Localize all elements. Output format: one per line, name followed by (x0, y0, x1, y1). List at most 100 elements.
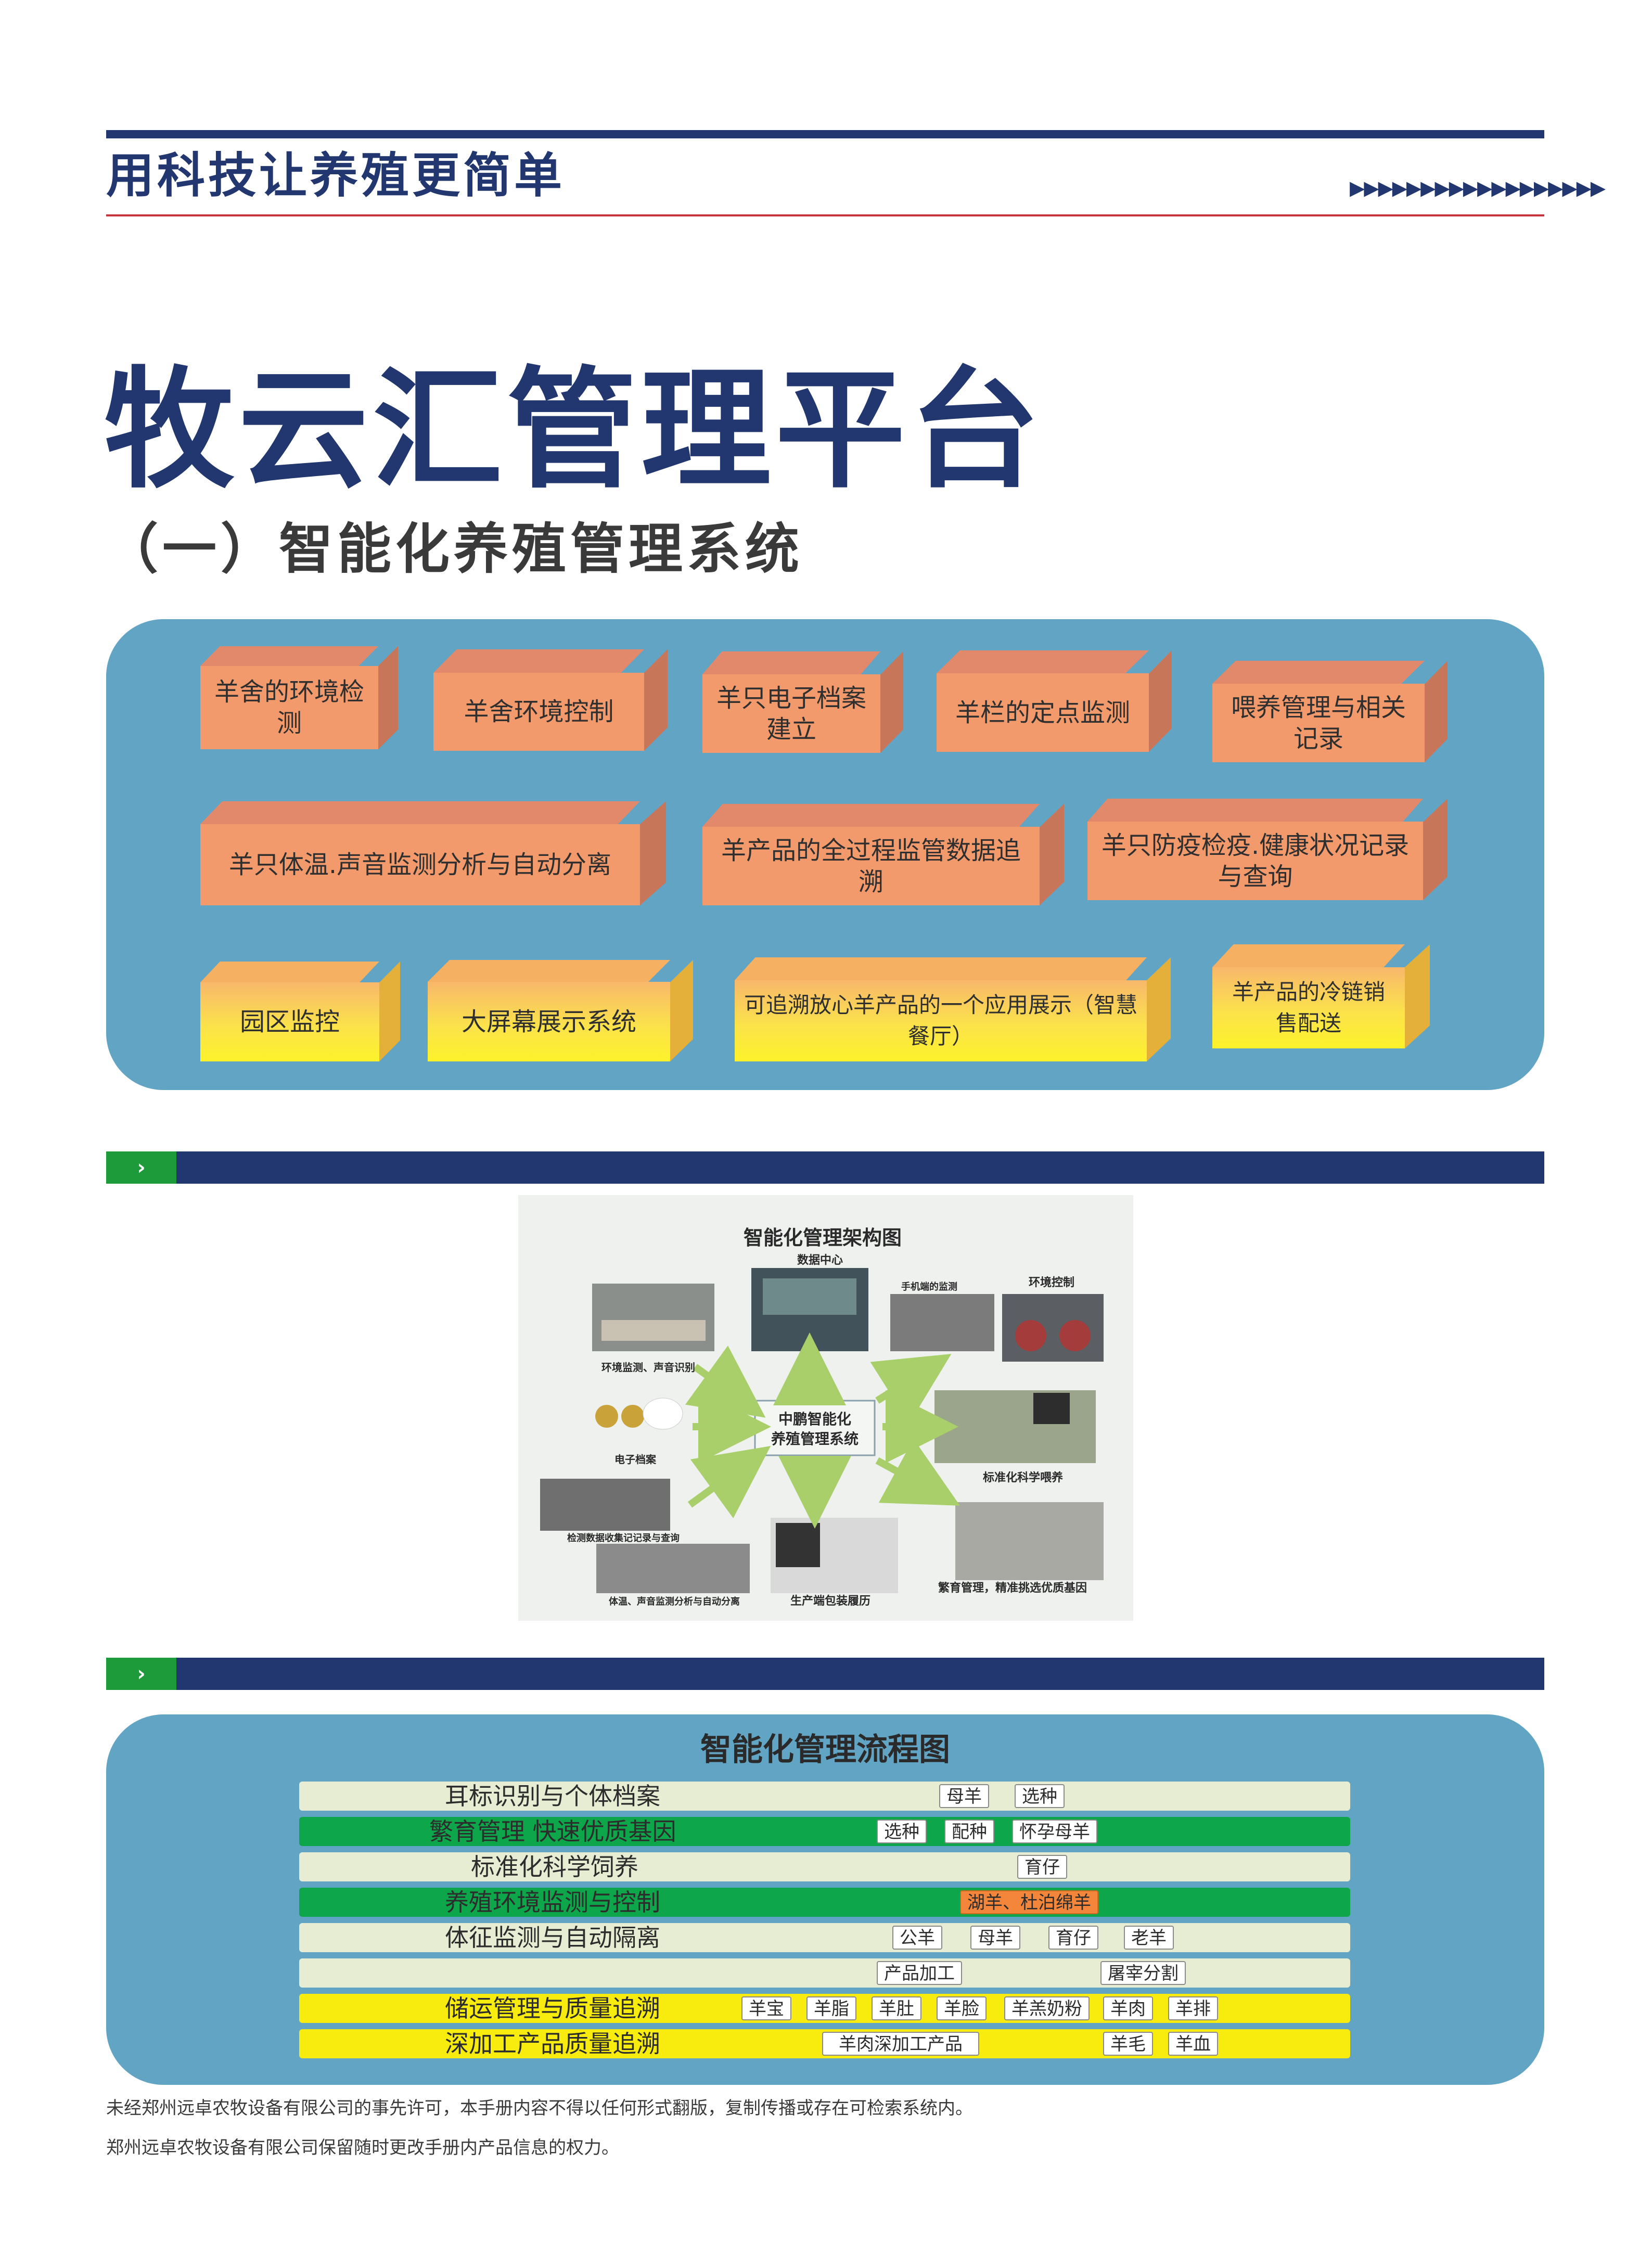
flow-row: 产品加工 屠宰分割 (299, 1958, 1350, 1988)
feature-box: 园区监控 (200, 962, 400, 1061)
label-breeding: 繁育管理，精准挑选优质基因 (938, 1581, 1087, 1595)
flow-row: 繁育管理 快速优质基因 选种 配种 怀孕母羊 (299, 1817, 1350, 1846)
section-subtitle: （一）智能化养殖管理系统 (104, 517, 804, 581)
feature-label: 羊舍的环境检测 (200, 666, 378, 749)
header-top-bar (106, 130, 1544, 138)
flow-tag: 羊脸 (937, 1996, 987, 2020)
flow-row: 储运管理与质量追溯 羊宝 羊脂 羊肚 羊脸 羊羔奶粉 羊肉 羊排 (299, 1994, 1350, 2023)
flow-row-label: 体征监测与自动隔离 (445, 1924, 660, 1952)
feature-box: 可追溯放心羊产品的一个应用展示（智慧餐厅） (735, 957, 1171, 1061)
flow-row-label: 耳标识别与个体档案 (445, 1782, 660, 1810)
feature-box: 羊只防疫检疫.健康状况记录与查询 (1087, 799, 1448, 900)
flow-tag: 羊脂 (806, 1996, 856, 2020)
architecture-figure: 智能化管理架构图 中鹏智能化 养殖管理系统 数据中心 手机端的监测 环境控制 环… (518, 1195, 1133, 1621)
flow-tag: 羊肉 (1103, 1996, 1153, 2020)
section-divider-bar: › (106, 1658, 1544, 1690)
feature-box: 羊只电子档案建立 (702, 651, 903, 753)
flow-tag: 屠宰分割 (1100, 1961, 1186, 1985)
label-production: 生产端包装履历 (790, 1594, 870, 1608)
feature-label: 园区监控 (200, 982, 379, 1061)
flow-title: 智能化管理流程图 (700, 1732, 950, 1768)
feature-box: 羊只体温.声音监测分析与自动分离 (200, 801, 666, 905)
page-title: 牧云汇管理平台 (104, 353, 1044, 506)
feature-label: 羊只防疫检疫.健康状况记录与查询 (1087, 822, 1423, 900)
label-data-center: 数据中心 (797, 1253, 843, 1267)
flow-row: 体征监测与自动隔离 公羊 母羊 育仔 老羊 (299, 1923, 1350, 1952)
photo-detect-record (540, 1479, 670, 1531)
feature-box: 羊产品的冷链销售配送 (1212, 944, 1430, 1048)
architecture-title: 智能化管理架构图 (744, 1226, 902, 1249)
flow-tag: 湖羊、杜泊绵羊 (960, 1890, 1098, 1914)
flow-row-label: 标准化科学饲养 (471, 1853, 638, 1881)
feature-label: 羊栏的定点监测 (937, 673, 1149, 752)
feature-label: 羊只体温.声音监测分析与自动分离 (200, 824, 640, 905)
feature-label: 羊只电子档案建立 (702, 674, 880, 753)
label-detect-record: 检测数据收集记记录与查询 (567, 1532, 680, 1544)
photo-temperature (596, 1544, 750, 1593)
architecture-center-line-1: 中鹏智能化 (778, 1411, 851, 1428)
flow-tag: 羊肚 (872, 1996, 921, 2020)
feature-label: 喂养管理与相关记录 (1212, 684, 1425, 762)
flow-row: 标准化科学饲养 育仔 (299, 1852, 1350, 1881)
arrow-breeding (875, 1439, 961, 1506)
photo-breeding (955, 1502, 1104, 1580)
label-temperature: 体温、声音监测分析与自动分离 (609, 1596, 740, 1607)
flow-tag: 羊肉深加工产品 (822, 2032, 979, 2056)
feature-box: 喂养管理与相关记录 (1212, 661, 1448, 762)
photo-env-monitor (592, 1284, 714, 1351)
flow-tag: 怀孕母羊 (1012, 1820, 1097, 1843)
photo-feeding (934, 1390, 1096, 1463)
flow-row-label: 深加工产品质量追溯 (445, 2030, 660, 2058)
feature-label: 羊舍环境控制 (433, 673, 644, 751)
feature-box: 羊舍环境控制 (433, 649, 668, 751)
arrow-detect-record (687, 1446, 771, 1519)
flow-tag: 老羊 (1124, 1926, 1174, 1950)
flow-row: 耳标识别与个体档案 母羊 选种 (299, 1782, 1350, 1811)
flow-tag: 羊血 (1168, 2032, 1218, 2056)
flow-tag: 产品加工 (877, 1961, 962, 1985)
photo-mobile (890, 1294, 994, 1351)
feature-label: 可追溯放心羊产品的一个应用展示（智慧餐厅） (735, 980, 1147, 1061)
flow-tag: 母羊 (970, 1926, 1020, 1950)
flow-row: 深加工产品质量追溯 羊肉深加工产品 羊毛 羊血 (299, 2029, 1350, 2058)
architecture-diagram: 智能化管理架构图 中鹏智能化 养殖管理系统 数据中心 手机端的监测 环境控制 环… (540, 1226, 1104, 1608)
feature-box: 羊舍的环境检测 (200, 646, 398, 749)
feature-label: 羊产品的全过程监管数据追溯 (702, 827, 1040, 905)
header-red-line (106, 214, 1544, 216)
chevron-right-icon: › (106, 1658, 176, 1690)
architecture-center-line-2: 养殖管理系统 (771, 1430, 859, 1447)
feature-box: 大屏幕展示系统 (428, 960, 693, 1061)
section-divider-bar: › (106, 1151, 1544, 1184)
flow-tag: 羊排 (1168, 1996, 1218, 2020)
header-slogan: 用科技让养殖更简单 (106, 148, 566, 203)
arrow-mobile (870, 1354, 952, 1424)
flow-tag: 母羊 (939, 1784, 989, 1808)
flow-row: 养殖环境监测与控制 湖羊、杜泊绵羊 (299, 1888, 1350, 1917)
flow-tag: 羊毛 (1103, 2032, 1153, 2056)
label-env-control: 环境控制 (1029, 1276, 1074, 1289)
flow-tag: 配种 (944, 1820, 994, 1843)
flow-tag: 选种 (877, 1820, 927, 1843)
flow-row-label: 养殖环境监测与控制 (445, 1888, 660, 1916)
rights-notice: 郑州远卓农牧设备有限公司保留随时更改手册内产品信息的权力。 (106, 2137, 619, 2158)
flow-tag: 育仔 (1017, 1855, 1067, 1879)
flow-tag: 羊宝 (741, 1996, 791, 2020)
flow-row-label: 储运管理与质量追溯 (445, 1994, 660, 2022)
flow-row-label: 繁育管理 快速优质基因 (429, 1817, 676, 1846)
flow-tag: 羊羔奶粉 (1004, 1996, 1090, 2020)
feature-label: 大屏幕展示系统 (428, 982, 670, 1061)
copyright-notice: 未经郑州远卓农牧设备有限公司的事先许可，本手册内容不得以任何形式翻版，复制传播或… (106, 2098, 973, 2119)
label-mobile: 手机端的监测 (901, 1281, 957, 1292)
label-feeding: 标准化科学喂养 (983, 1471, 1063, 1484)
label-ear-tag: 电子档案 (614, 1453, 657, 1466)
flow-tag: 公羊 (892, 1926, 942, 1950)
flow-tag: 选种 (1015, 1784, 1065, 1808)
feature-box: 羊产品的全过程监管数据追溯 (702, 804, 1064, 905)
header-arrow-decoration: ▶▶▶▶▶▶▶▶▶▶▶▶▶▶▶▶▶▶ (1350, 176, 1606, 199)
chevron-right-icon: › (106, 1151, 176, 1184)
feature-label: 羊产品的冷链销售配送 (1212, 967, 1405, 1048)
label-env-monitor: 环境监测、声音识别 (601, 1361, 695, 1374)
arrow-env-monitor (685, 1346, 766, 1418)
flow-tag: 育仔 (1048, 1926, 1098, 1950)
feature-box: 羊栏的定点监测 (937, 650, 1172, 752)
